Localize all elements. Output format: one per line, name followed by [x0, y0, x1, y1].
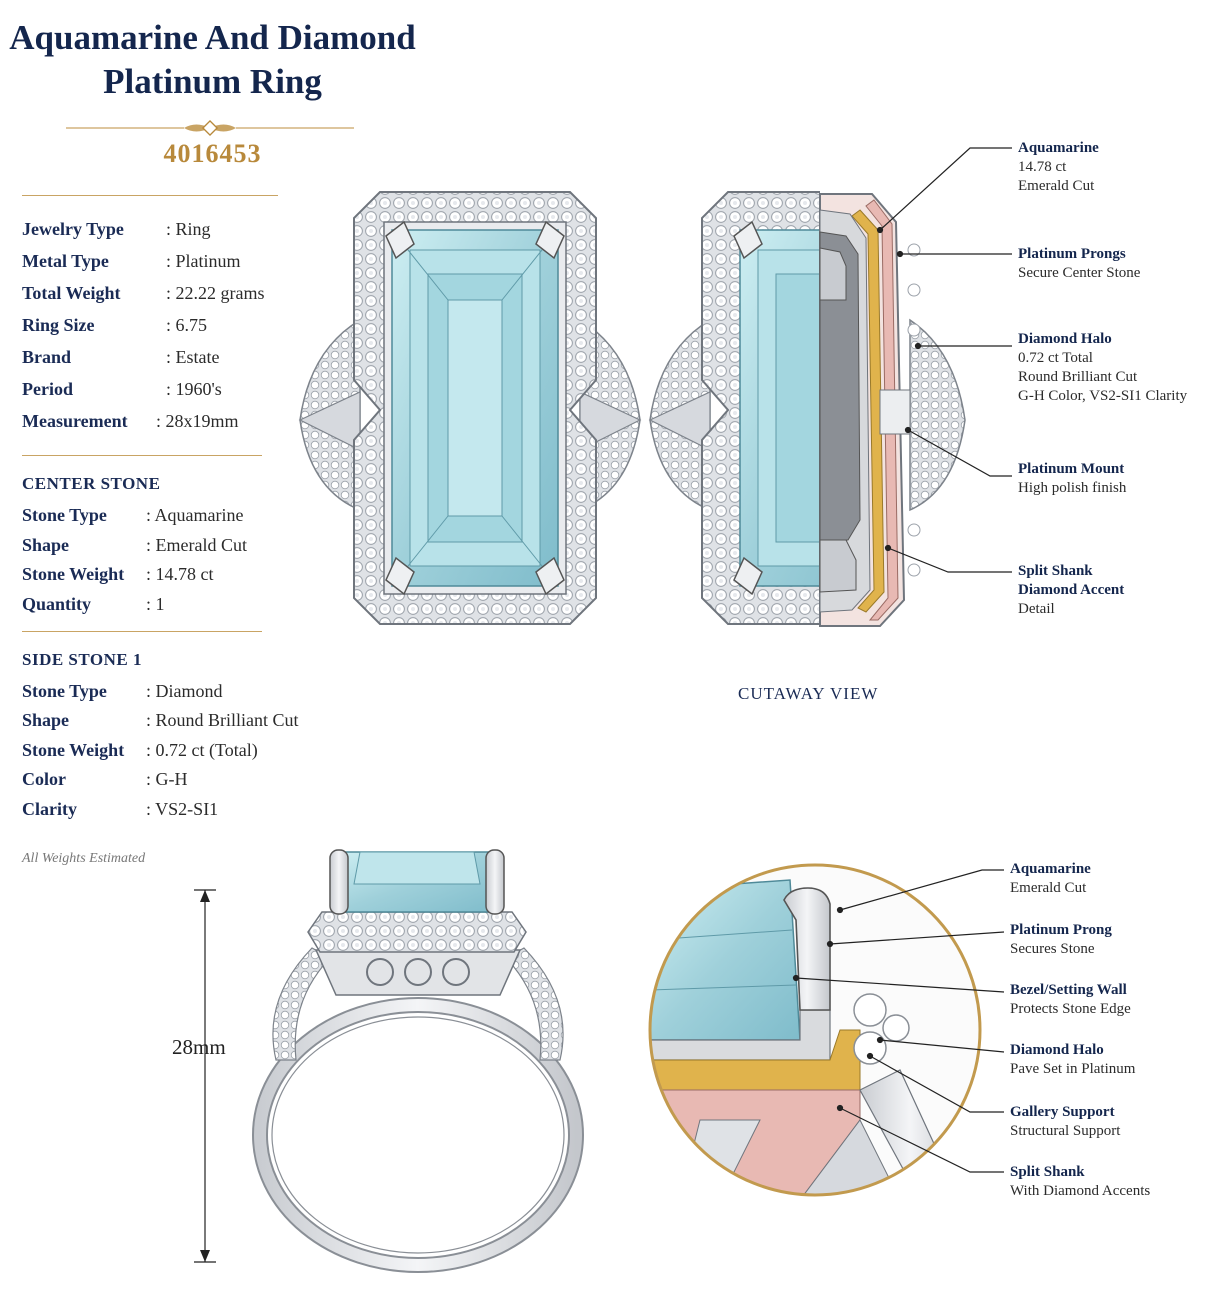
sku-number: 4016453 [163, 139, 262, 168]
callout-platinum-mount: Platinum Mount High polish finish [1018, 460, 1126, 498]
callout-line: Round Brilliant Cut [1018, 369, 1138, 385]
spec-value: : 14.78 ct [146, 564, 214, 584]
title-line-2: Platinum Ring [103, 62, 322, 101]
ring-top-view [298, 191, 642, 625]
spec-label: Stone Type [22, 505, 107, 525]
spec-value: : 0.72 ct (Total) [146, 740, 258, 760]
callout-title: Split Shank [1018, 563, 1093, 579]
callout-title: Diamond Accent [1018, 582, 1125, 598]
callout-title: Platinum Mount [1018, 461, 1125, 477]
spec-label: Measurement [22, 411, 128, 431]
callout-line: 14.78 ct [1018, 159, 1067, 175]
callout-line: Pave Set in Platinum [1010, 1061, 1136, 1077]
callout-aquamarine-detail: Aquamarine Emerald Cut [1010, 860, 1091, 898]
spec-value: : Platinum [166, 251, 241, 271]
callout-line: Structural Support [1010, 1123, 1121, 1139]
spec-value: : VS2-SI1 [146, 799, 219, 819]
spec-label: Metal Type [22, 251, 109, 271]
divider [22, 631, 262, 632]
ornament-divider [66, 119, 354, 137]
spec-label: Shape [22, 710, 70, 730]
callout-title: Bezel/Setting Wall [1010, 982, 1127, 998]
callout-diamond-halo: Diamond Halo 0.72 ct Total Round Brillia… [1018, 330, 1187, 406]
callout-line: Secure Center Stone [1018, 265, 1141, 281]
side-stone-heading: SIDE STONE 1 [22, 650, 143, 669]
center-stone-heading: CENTER STONE [22, 474, 161, 493]
callout-platinum-prongs: Platinum Prongs Secure Center Stone [1018, 245, 1140, 283]
spec-label: Color [22, 769, 66, 789]
callout-split-shank: Split Shank Diamond Accent Detail [1018, 562, 1124, 619]
callout-title: Diamond Halo [1018, 331, 1112, 347]
spec-value: : Aquamarine [146, 505, 244, 525]
divider [22, 195, 278, 196]
top-callout-leaders [876, 147, 1012, 573]
cutaway-view-label: CUTAWAY VIEW [738, 684, 879, 703]
callout-diamond-halo-detail: Diamond Halo Pave Set in Platinum [1010, 1041, 1135, 1079]
spec-label: Stone Weight [22, 564, 125, 584]
callout-gallery-support: Gallery Support Structural Support [1010, 1103, 1120, 1141]
spec-value: : 1960's [166, 379, 222, 399]
ring-side-view [194, 849, 584, 1273]
callout-title: Split Shank [1010, 1164, 1085, 1180]
spec-label: Ring Size [22, 315, 95, 335]
callout-line: Detail [1018, 601, 1055, 617]
callout-line: Protects Stone Edge [1010, 1001, 1131, 1017]
callout-line: Secures Stone [1010, 941, 1095, 957]
spec-value: : 22.22 grams [166, 283, 265, 303]
bottom-callout-leaders [792, 869, 1005, 1173]
spec-value: : Emerald Cut [146, 535, 247, 555]
ring-detail-view [648, 863, 982, 1197]
callout-line: High polish finish [1018, 480, 1127, 496]
callout-title: Diamond Halo [1010, 1042, 1104, 1058]
spec-label: Stone Type [22, 681, 107, 701]
callout-title: Gallery Support [1010, 1104, 1115, 1120]
spec-label: Stone Weight [22, 740, 125, 760]
callout-platinum-prong-detail: Platinum Prong Secures Stone [1010, 921, 1112, 959]
spec-value: : Ring [166, 219, 211, 239]
callout-aquamarine: Aquamarine 14.78 ct Emerald Cut [1018, 139, 1099, 196]
spec-label: Total Weight [22, 283, 121, 303]
spec-value: : G-H [146, 769, 188, 789]
spec-value: : Round Brilliant Cut [146, 710, 299, 730]
spec-label: Brand [22, 347, 72, 367]
spec-value: : Diamond [146, 681, 223, 701]
callout-line: Emerald Cut [1010, 880, 1087, 896]
callout-title: Aquamarine [1018, 140, 1099, 156]
callout-title: Platinum Prong [1010, 922, 1112, 938]
spec-label: Clarity [22, 799, 77, 819]
callout-line: With Diamond Accents [1010, 1183, 1151, 1199]
callout-line: 0.72 ct Total [1018, 350, 1093, 366]
spec-label: Quantity [22, 594, 92, 614]
callout-title: Platinum Prongs [1018, 246, 1126, 262]
spec-value: : 28x19mm [156, 411, 239, 431]
callout-title: Aquamarine [1010, 861, 1091, 877]
product-title: Aquamarine And Diamond Platinum Ring [0, 16, 425, 104]
callout-split-shank-detail: Split Shank With Diamond Accents [1010, 1163, 1150, 1201]
spec-value: : 1 [146, 594, 165, 614]
weights-note: All Weights Estimated [22, 851, 146, 866]
ring-cutaway-view [648, 191, 966, 627]
spec-value: : 6.75 [166, 315, 208, 335]
spec-label: Shape [22, 535, 70, 555]
divider [22, 455, 262, 456]
callout-bezel-wall: Bezel/Setting Wall Protects Stone Edge [1010, 981, 1131, 1019]
callout-line: Emerald Cut [1018, 178, 1095, 194]
title-line-1: Aquamarine And Diamond [9, 18, 416, 57]
dimension-label: 28mm [172, 1035, 226, 1059]
spec-label: Jewelry Type [22, 219, 124, 239]
spec-value: : Estate [166, 347, 220, 367]
spec-label: Period [22, 379, 73, 399]
callout-line: G-H Color, VS2-SI1 Clarity [1018, 388, 1188, 404]
